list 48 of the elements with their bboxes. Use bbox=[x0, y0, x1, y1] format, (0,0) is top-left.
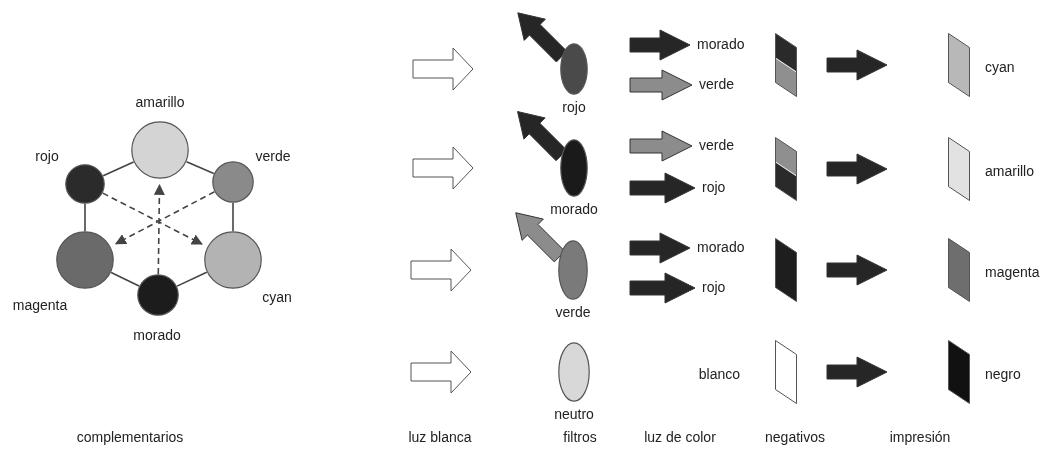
block-arrow bbox=[826, 356, 888, 388]
light-color-label: rojo bbox=[702, 180, 726, 196]
connector-line bbox=[102, 161, 135, 177]
light-color-label: verde bbox=[699, 138, 735, 154]
connector-line bbox=[185, 160, 215, 175]
light-color-label: morado bbox=[697, 37, 745, 53]
connector-line bbox=[84, 203, 86, 232]
print-color-label: amarillo bbox=[985, 164, 1034, 180]
block-arrow bbox=[629, 69, 693, 101]
connector-line bbox=[176, 271, 208, 287]
block-arrow bbox=[629, 172, 696, 204]
color-label: cyan bbox=[262, 290, 292, 306]
column-label: impresión bbox=[889, 430, 951, 446]
column-label: luz blanca bbox=[408, 430, 472, 446]
print-color-label: cyan bbox=[985, 60, 1015, 76]
color-label: amarillo bbox=[135, 95, 185, 111]
block-arrow bbox=[826, 49, 888, 81]
connector-line bbox=[110, 271, 140, 287]
column-label: negativos bbox=[765, 430, 825, 446]
color-label: morado bbox=[133, 328, 181, 344]
block-arrow bbox=[826, 254, 888, 286]
block-arrow bbox=[629, 29, 691, 61]
dashed-arrow bbox=[153, 183, 165, 275]
light-color-label: rojo bbox=[702, 280, 726, 296]
color-label: rojo bbox=[35, 149, 59, 165]
dashed-arrow bbox=[115, 191, 216, 245]
filter-label: morado bbox=[550, 202, 598, 218]
dashed-arrow bbox=[102, 192, 203, 245]
block-arrow bbox=[629, 272, 696, 304]
column-label: complementarios bbox=[76, 430, 184, 446]
connector-line bbox=[232, 202, 234, 232]
filter-label: neutro bbox=[554, 407, 594, 423]
filter-label: verde bbox=[555, 305, 591, 321]
print-color-label: negro bbox=[985, 367, 1021, 383]
column-label: luz de color bbox=[644, 430, 716, 446]
print-color-label: magenta bbox=[985, 265, 1040, 281]
film-label: blanco bbox=[698, 367, 740, 383]
color-label: magenta bbox=[12, 298, 68, 314]
block-arrow bbox=[629, 232, 691, 264]
block-arrow bbox=[515, 212, 566, 263]
light-color-label: morado bbox=[697, 240, 745, 256]
block-arrow bbox=[629, 130, 693, 162]
column-label: filtros bbox=[563, 430, 597, 446]
block-arrow bbox=[826, 153, 888, 185]
filter-label: rojo bbox=[562, 100, 586, 116]
light-color-label: verde bbox=[699, 77, 735, 93]
block-arrow bbox=[517, 12, 568, 63]
color-label: verde bbox=[255, 149, 291, 165]
